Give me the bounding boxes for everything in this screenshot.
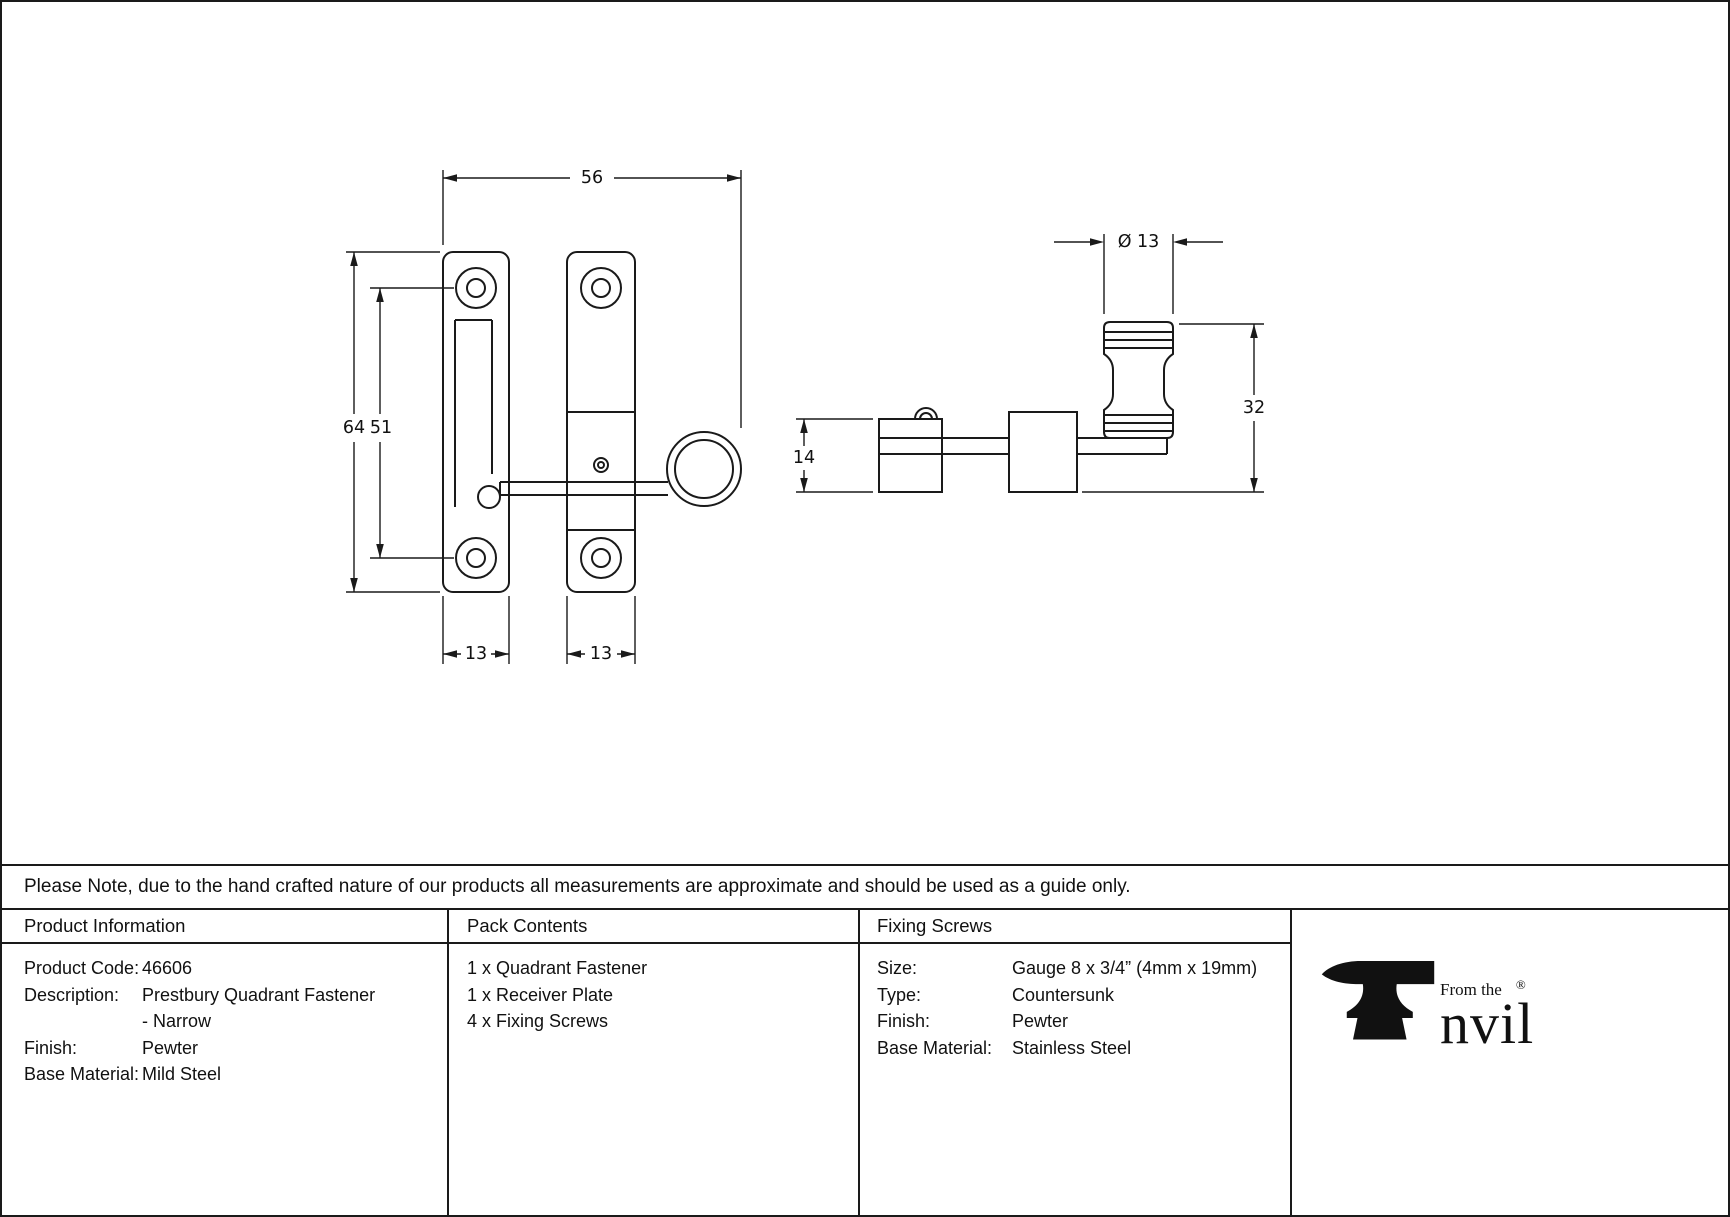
row-label: Type:: [877, 984, 922, 1005]
product-information-cell: Product Code: 46606 Description: Prestbu…: [2, 944, 449, 1215]
row-label: Size:: [877, 958, 918, 978]
table-row: Base Material: Stainless Steel: [877, 1035, 1282, 1062]
row-value: Countersunk: [1012, 984, 1115, 1005]
receiver-plate-outline: [442, 251, 510, 593]
dim-side-height-knob: 32: [1082, 323, 1265, 493]
logo-wordmark: nvil: [1440, 991, 1535, 1057]
pivot-block-lines: [567, 411, 635, 531]
knob-ribs-bottom: [1105, 414, 1172, 432]
table-row: Type: Countersunk: [877, 982, 1282, 1009]
row-label: Finish:: [24, 1037, 78, 1058]
registered-mark-icon: ®: [1515, 977, 1526, 993]
row-value: - Narrow: [142, 1011, 212, 1031]
row-value: Pewter: [142, 1037, 199, 1058]
row-value: 46606: [142, 958, 193, 978]
arm-bar-left: [942, 437, 1009, 455]
pack-item: 1 x Receiver Plate: [467, 984, 614, 1005]
svg-text:Ø 13: Ø 13: [1118, 232, 1160, 252]
svg-text:13: 13: [590, 644, 612, 664]
header-product-information: Product Information: [2, 910, 449, 944]
row-label: Base Material:: [24, 1064, 140, 1084]
bracket-outline: [878, 418, 943, 493]
catch-pin: [477, 485, 501, 509]
bracket-dome: [914, 407, 938, 420]
dim-front-plate-left: 13: [442, 596, 510, 664]
row-value: Pewter: [1012, 1011, 1069, 1031]
row-label: [24, 1008, 142, 1035]
arm-bar-right: [1077, 437, 1168, 455]
table-row: Finish: Pewter: [24, 1035, 439, 1062]
brand-logo: From the ® nvil: [1292, 910, 1728, 1215]
technical-drawing-svg: 56 64 51: [343, 168, 1265, 664]
anvil-icon: [1321, 960, 1435, 1040]
table-row: - Narrow: [24, 1008, 439, 1035]
table-row: Product Code: 46606: [24, 955, 439, 982]
pack-item: 1 x Quadrant Fastener: [467, 958, 648, 978]
table-row: Size: Gauge 8 x 3/4” (4mm x 19mm): [877, 955, 1282, 982]
disclaimer-note: Please Note, due to the hand crafted nat…: [2, 866, 1728, 910]
svg-text:56: 56: [581, 168, 603, 188]
row-value: Stainless Steel: [1012, 1037, 1132, 1058]
ring-handle: [666, 431, 742, 507]
svg-text:14: 14: [793, 448, 815, 468]
fixing-screws-cell: Size: Gauge 8 x 3/4” (4mm x 19mm) Type: …: [860, 944, 1292, 1215]
svg-text:51: 51: [370, 418, 392, 438]
svg-text:13: 13: [465, 644, 487, 664]
fastener-block: [1008, 411, 1078, 493]
svg-text:64: 64: [343, 418, 365, 438]
logo-tagline: From the: [1440, 980, 1502, 1000]
header-fixing-screws: Fixing Screws: [860, 910, 1292, 944]
table-row: Description: Prestbury Quadrant Fastener: [24, 982, 439, 1009]
row-label: Product Code:: [24, 958, 140, 978]
row-label: Finish:: [877, 1011, 931, 1031]
swing-arm: [499, 481, 668, 496]
svg-text:32: 32: [1243, 398, 1265, 418]
fastener-plate-outline: [566, 251, 636, 593]
dim-front-height-outer: 64: [343, 251, 440, 593]
knob-ribs-top: [1105, 331, 1172, 349]
table-row: Base Material: Mild Steel: [24, 1061, 439, 1088]
header-pack-contents: Pack Contents: [449, 910, 860, 944]
front-view-drawing: 56 64 51: [343, 168, 742, 664]
dim-side-diameter: Ø 13: [1054, 232, 1223, 314]
table-row: Finish: Pewter: [877, 1008, 1282, 1035]
row-label: Base Material:: [877, 1037, 993, 1058]
pack-item: 4 x Fixing Screws: [467, 1011, 609, 1031]
row-value: Gauge 8 x 3/4” (4mm x 19mm): [1012, 958, 1258, 978]
pack-contents-cell: 1 x Quadrant Fastener 1 x Receiver Plate…: [449, 944, 860, 1215]
dim-front-width: 56: [442, 168, 742, 428]
technical-drawing: 56 64 51: [2, 2, 1728, 864]
dim-front-plate-right: 13: [566, 596, 636, 664]
row-value: Mild Steel: [142, 1064, 222, 1084]
row-label: Description:: [24, 984, 120, 1005]
dim-front-height-holes: 51: [370, 287, 454, 559]
spec-table: Product Information Pack Contents Fixing…: [2, 910, 1728, 1215]
side-view-drawing: Ø 13 32 14: [793, 232, 1265, 493]
dim-side-height-bracket: 14: [793, 418, 873, 493]
pivot-screw: [593, 457, 609, 473]
receiver-slot: [454, 319, 493, 507]
row-value: Prestbury Quadrant Fastener: [142, 984, 376, 1005]
knob-outline: [1103, 321, 1174, 439]
info-panel: Please Note, due to the hand crafted nat…: [2, 864, 1728, 1215]
